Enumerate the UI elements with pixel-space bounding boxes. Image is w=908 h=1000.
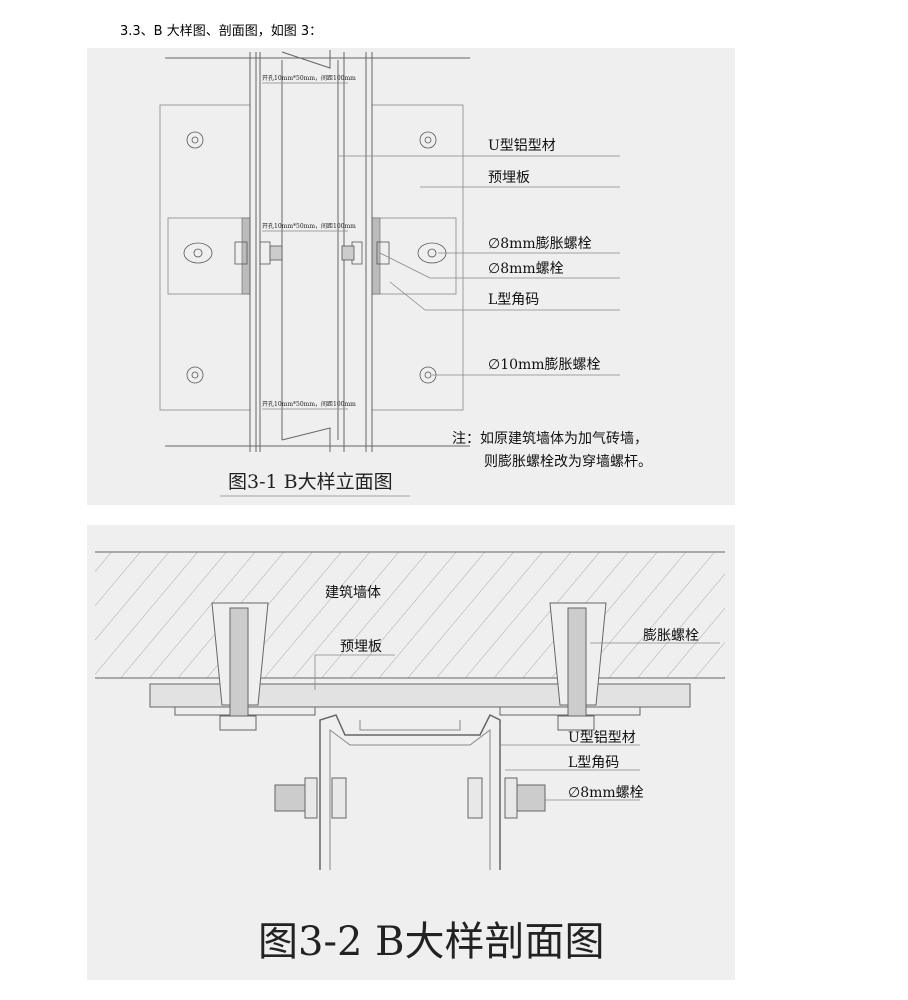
note-line-2: 则膨胀螺栓改为穿墙螺杆。 xyxy=(484,453,652,470)
hole-note-top: 开孔10mm*50mm，间距100mm xyxy=(262,74,356,82)
figure-section-panel: 建筑墙体 预埋板 膨胀螺栓 U型铝型材 L型角码 ∅8mm螺栓 图3-2 B大样… xyxy=(87,525,735,980)
label-expansion-bolt: 膨胀螺栓 xyxy=(643,627,699,644)
note-line-1: 注：如原建筑墙体为加气砖墙， xyxy=(452,431,648,447)
label-building-wall: 建筑墙体 xyxy=(325,585,381,601)
label-10mm-expansion-bolt: ∅10mm膨胀螺栓 xyxy=(488,356,601,373)
label-u-profile-section: U型铝型材 xyxy=(568,730,636,746)
label-8mm-bolt: ∅8mm螺栓 xyxy=(488,261,564,277)
elevation-drawing: 开孔10mm*50mm，间距100mm 开孔10mm*50mm，间距100mm … xyxy=(159,50,652,497)
figure-elevation-panel: 开孔10mm*50mm，间距100mm 开孔10mm*50mm，间距100mm … xyxy=(87,48,735,505)
section-drawing: 建筑墙体 预埋板 膨胀螺栓 U型铝型材 L型角码 ∅8mm螺栓 图3-2 B大样… xyxy=(95,551,725,965)
label-8mm-bolt-section: ∅8mm螺栓 xyxy=(568,785,644,801)
figure-2-title: 图3-2 B大样剖面图 xyxy=(258,919,605,965)
label-l-bracket-section: L型角码 xyxy=(568,755,619,771)
label-u-profile: U型铝型材 xyxy=(488,138,556,154)
figure-1-title: 图3-1 B大样立面图 xyxy=(228,471,393,493)
label-l-bracket: L型角码 xyxy=(488,292,539,308)
hole-note-middle: 开孔10mm*50mm，间距100mm xyxy=(262,222,356,230)
hole-note-bottom: 开孔10mm*50mm，间距100mm xyxy=(262,400,356,408)
label-embedded-plate-section: 预埋板 xyxy=(340,639,382,655)
section-heading: 3.3、B 大样图、剖面图，如图 3： xyxy=(120,24,323,39)
label-embedded-plate: 预埋板 xyxy=(488,170,530,186)
label-8mm-expansion-bolt: ∅8mm膨胀螺栓 xyxy=(488,235,592,252)
